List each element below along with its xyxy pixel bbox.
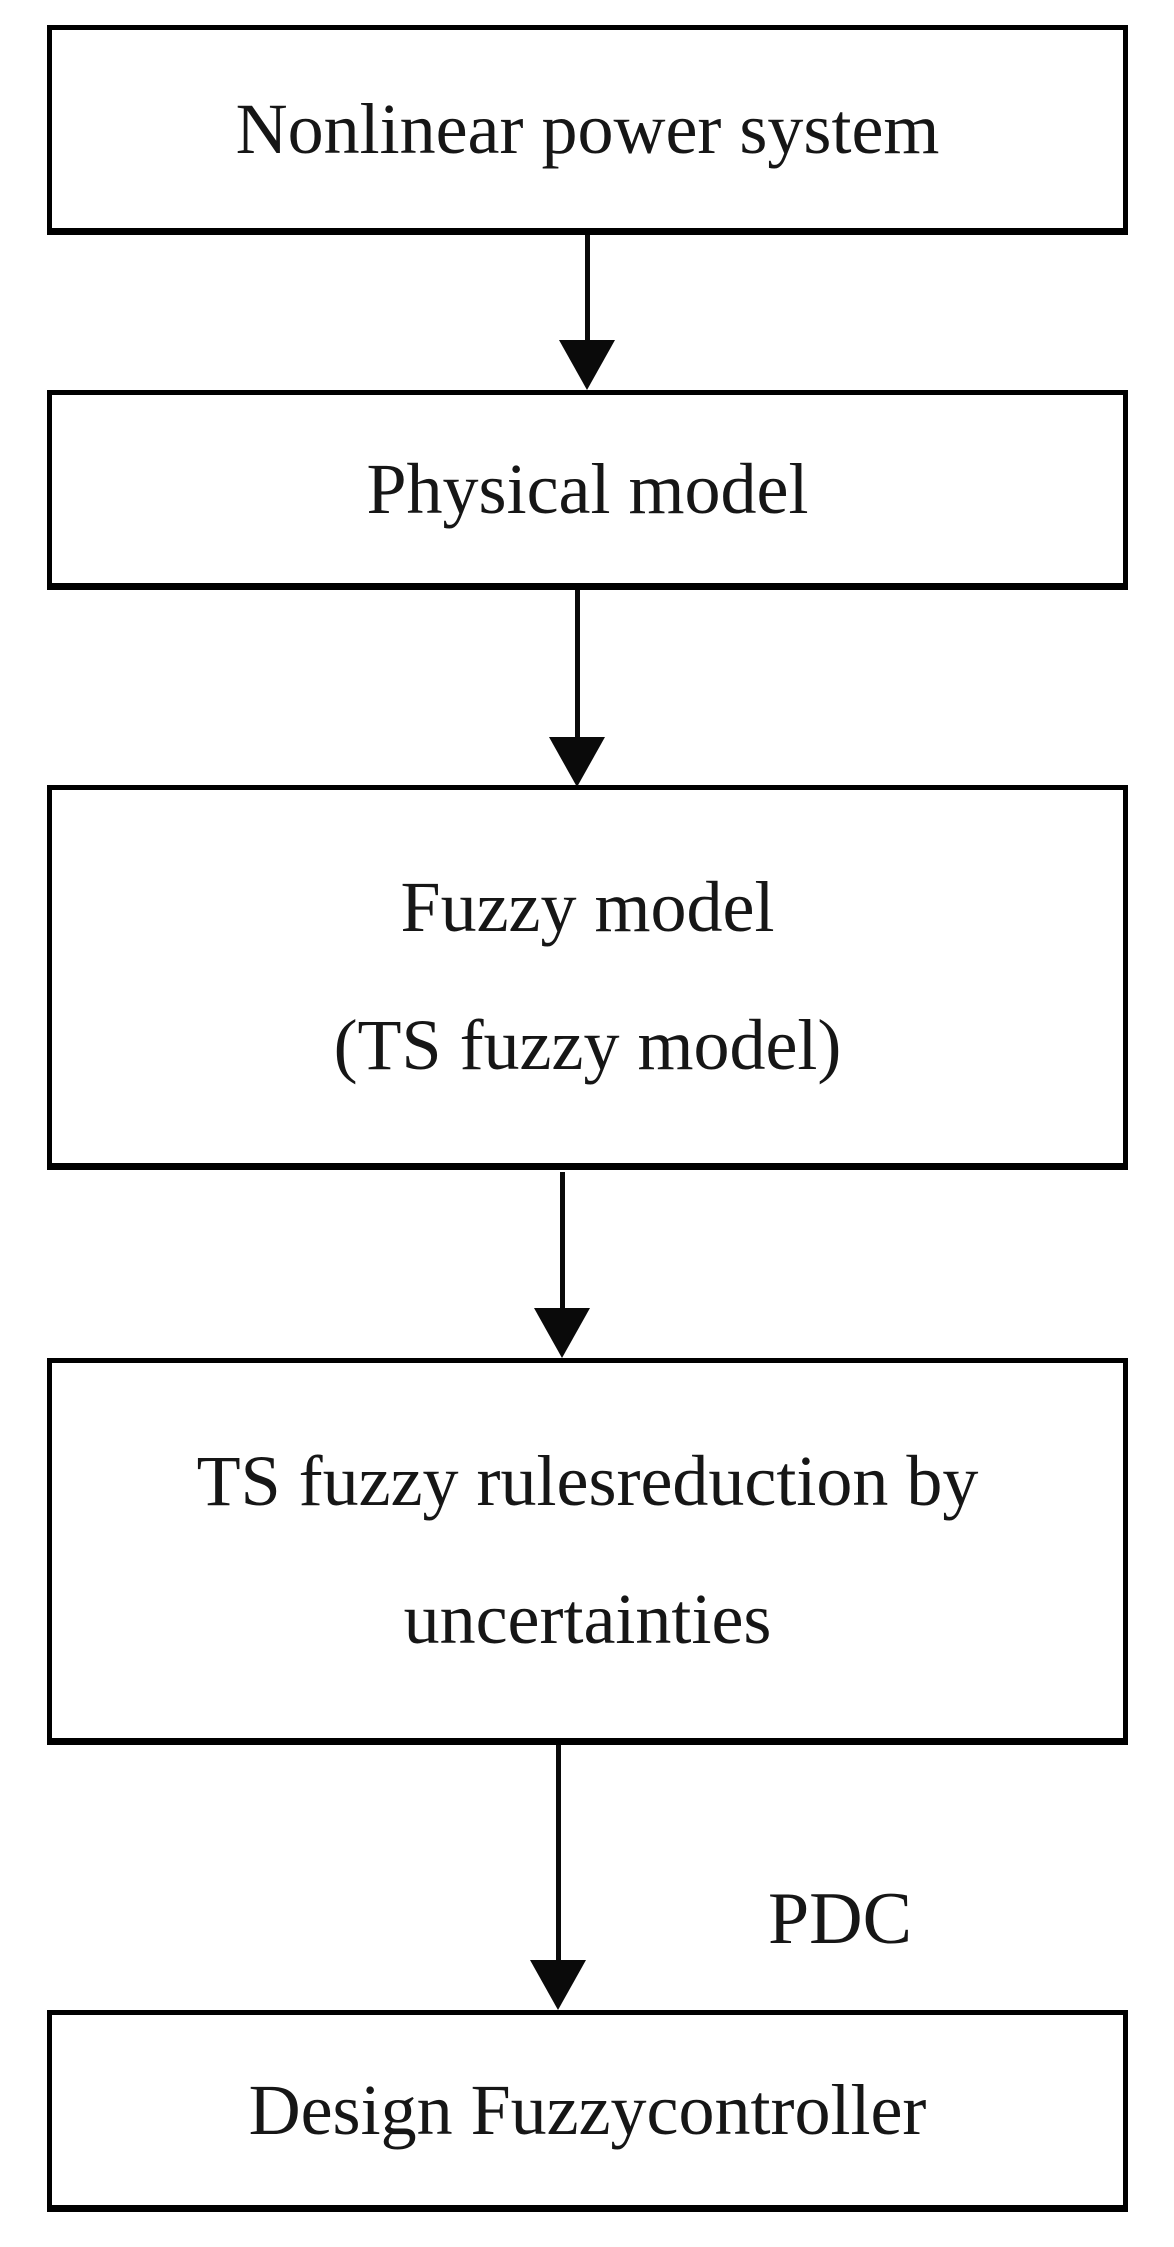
flow-box-fuzzy-model: Fuzzy model (TS fuzzy model) bbox=[47, 785, 1128, 1170]
arrowhead-down-icon bbox=[559, 340, 615, 390]
box-label: Nonlinear power system bbox=[235, 88, 940, 169]
flow-box-design-fuzzy-controller: Design Fuzzycontroller bbox=[47, 2010, 1128, 2212]
arrowhead-down-icon bbox=[534, 1308, 590, 1358]
box-label-line2: (TS fuzzy model) bbox=[333, 1005, 842, 1085]
box-label: Design Fuzzycontroller bbox=[248, 2069, 927, 2150]
arrowhead-down-icon bbox=[530, 1960, 586, 2010]
arrowhead-down-icon bbox=[549, 737, 605, 787]
flow-box-physical-model: Physical model bbox=[47, 390, 1128, 590]
arrow-stem bbox=[574, 590, 580, 737]
box-label-line2: uncertainties bbox=[403, 1579, 772, 1659]
box-label: Fuzzy model bbox=[400, 867, 775, 948]
edge-label-pdc: PDC bbox=[768, 1878, 912, 1960]
flow-arrow-4 bbox=[530, 1745, 586, 2010]
arrow-stem bbox=[584, 235, 590, 340]
box-label: Physical model bbox=[366, 448, 809, 529]
flow-arrow-3 bbox=[534, 1172, 590, 1358]
flow-arrow-1 bbox=[559, 235, 615, 390]
flow-box-ts-fuzzy-rules-reduction: TS fuzzy rulesreduction by uncertainties bbox=[47, 1358, 1128, 1745]
flow-box-nonlinear-power-system: Nonlinear power system bbox=[47, 25, 1128, 235]
flow-arrow-2 bbox=[549, 590, 605, 787]
box-label: TS fuzzy rulesreduction by bbox=[196, 1441, 979, 1522]
arrow-stem bbox=[555, 1745, 561, 1960]
arrow-stem bbox=[559, 1172, 565, 1308]
